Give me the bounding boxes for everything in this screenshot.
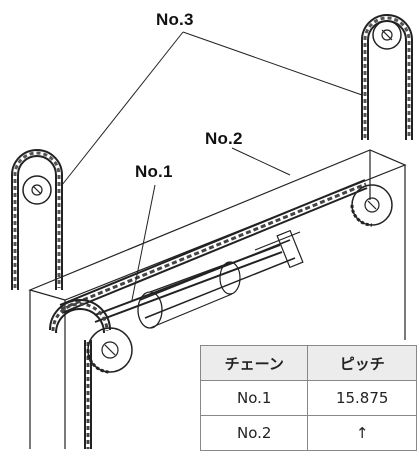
callout-no2: No.2: [205, 129, 243, 148]
front-sprocket: [86, 327, 133, 374]
callout-no1: No.1: [135, 162, 173, 181]
callout-no3: No.3: [156, 10, 194, 29]
table-cell: No.1: [199, 380, 309, 416]
table-cell: No.2: [199, 415, 309, 451]
header-pitch: ピッチ: [307, 345, 417, 381]
header-chain: チェーン: [199, 345, 309, 381]
table-header-row: チェーン ピッチ: [199, 345, 417, 381]
table-cell: 15.875: [307, 380, 417, 416]
left-chain-loop: [11, 149, 63, 290]
shaft-assembly: [137, 229, 304, 329]
table-row: No.1 15.875: [199, 380, 417, 416]
front-chain-loop: [49, 299, 111, 449]
right-chain-loop: [361, 14, 413, 140]
long-chain: [59, 179, 368, 314]
conveyor-frame: [28, 149, 407, 449]
table-row: No.2 ↑: [199, 415, 417, 451]
leader-lines: [61, 31, 363, 301]
table-cell: ↑: [307, 415, 417, 451]
right-sprocket: [350, 184, 393, 227]
chain-spec-table: チェーン ピッチ No.1 15.875 No.2 ↑: [199, 345, 417, 451]
